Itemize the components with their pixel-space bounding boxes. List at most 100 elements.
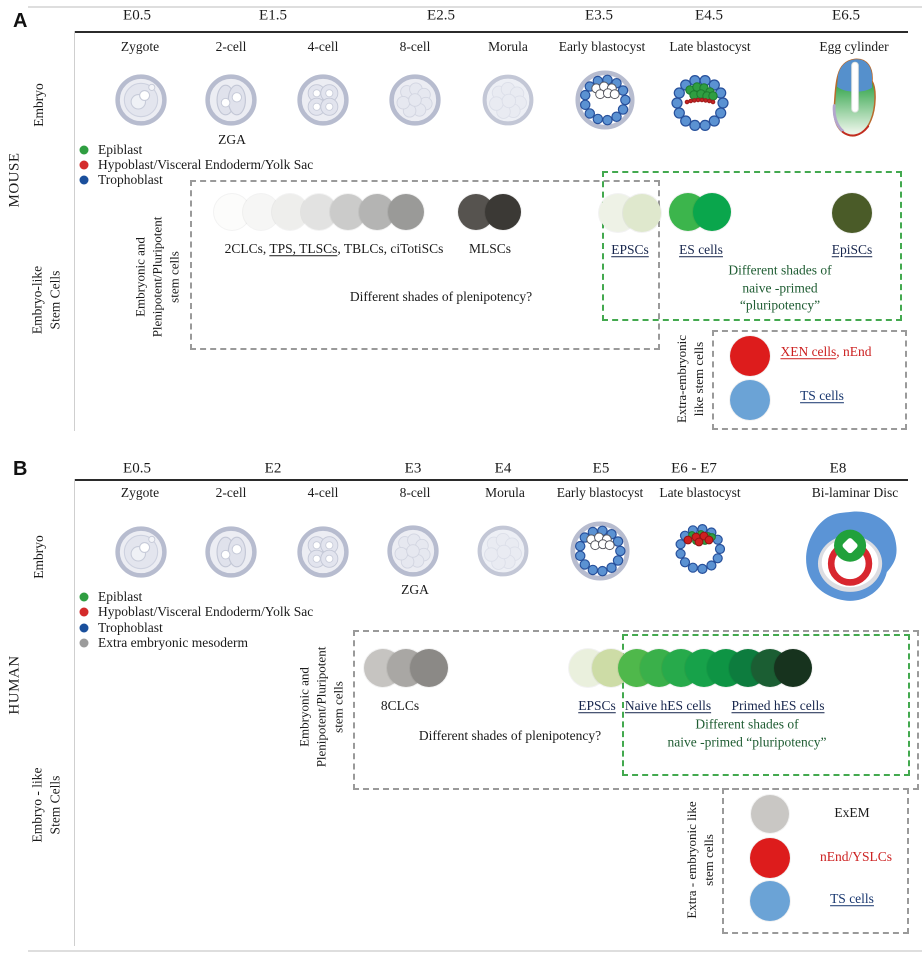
- totipotent-label-mouse: 2CLCs, TPS, TLSCs, TBLCs, ciTotiSCs: [224, 241, 444, 257]
- legend-dot-human: [79, 623, 89, 633]
- embryo-icon-late-blastocyst-mouse: [671, 74, 729, 132]
- species-label-human: HUMAN: [6, 655, 23, 715]
- pluripotent-axis-label-mouse: Embryonic and Plenipotent/Pluripotent st…: [132, 216, 182, 338]
- figure-bottom-border: [28, 950, 922, 952]
- naive-primed-note-human: Different shades of naive -primed “pluri…: [667, 716, 827, 749]
- epscs-label-human: EPSCs: [578, 698, 616, 714]
- timeline-tick-mouse: E3.5: [585, 7, 613, 24]
- embryo-icon-morula: [476, 524, 530, 578]
- plenipotency-dashed-box-human: [353, 630, 919, 790]
- legend-dot-human: [79, 638, 89, 648]
- ts-label-human: TS cells: [830, 891, 874, 907]
- ts-circle-mouse: [730, 380, 770, 420]
- timeline-tick-mouse: E0.5: [123, 7, 151, 24]
- panel-a-letter: A: [13, 10, 28, 32]
- panel-b-timeline-axis: [75, 479, 908, 481]
- timeline-tick-human: E4: [494, 460, 512, 477]
- embryo-like-row-label-mouse: Embryo-like Stem Cells: [29, 265, 62, 335]
- embryo-icon-zygote: [114, 73, 168, 127]
- zga-label-mouse: ZGA: [218, 132, 246, 148]
- stage-label-human: Morula: [485, 485, 525, 501]
- ts-label-mouse: TS cells: [800, 388, 844, 404]
- stem-cell-circle-episcs: [832, 193, 872, 233]
- embryo-icon-egg-cylinder: [827, 57, 884, 140]
- embryo-icon-eight-cell: [386, 524, 440, 578]
- stem-cell-circle-epscs: [623, 194, 661, 232]
- xen-label-mouse: XEN cells, nEnd: [780, 344, 872, 360]
- episcs-label-mouse: EpiSCs: [831, 242, 873, 258]
- stem-cell-circle-es-cells: [693, 193, 731, 231]
- legend-dot-human: [79, 592, 89, 602]
- stage-label-human: Bi-laminar Disc: [811, 485, 899, 501]
- stage-label-mouse: 8-cell: [399, 39, 431, 55]
- naive-primed-dashed-box-human: [622, 634, 910, 776]
- stem-cell-circle-naive-primed-gradient: [774, 649, 812, 687]
- panel-a-timeline-axis: [75, 31, 908, 33]
- embryo-icon-bilaminar-disc: [801, 510, 901, 605]
- embryo-like-row-label-human: Embryo - like Stem Cells: [29, 767, 62, 843]
- nend-label-human: nEnd/YSLCs: [819, 849, 893, 865]
- legend-label-human: Epiblast: [98, 589, 143, 604]
- timeline-tick-human: E5: [592, 460, 610, 477]
- 8clcs-label-human: 8CLCs: [380, 698, 420, 714]
- stage-label-mouse: Egg cylinder: [819, 39, 889, 55]
- embryo-icon-zygote: [114, 525, 168, 579]
- nend-circle-human: [750, 838, 790, 878]
- legend-label-human: Extra embryonic mesoderm: [98, 635, 248, 651]
- stage-label-human: Early blastocyst: [556, 485, 644, 501]
- embryo-icon-early-blastocyst: [569, 520, 631, 582]
- stage-label-mouse: Early blastocyst: [558, 39, 646, 55]
- legend-label-mouse: Epiblast: [98, 142, 143, 157]
- timeline-tick-human: E8: [829, 460, 847, 477]
- embryo-icon-four-cell: [296, 525, 350, 579]
- embryo-icon-early-blastocyst: [574, 69, 636, 131]
- timeline-tick-mouse: E1.5: [259, 7, 287, 24]
- stage-label-mouse: 4-cell: [307, 39, 339, 55]
- naive-hes-label-human: Naive hES cells: [624, 698, 712, 714]
- mlscs-label-mouse: MLSCs: [468, 241, 512, 257]
- stem-cell-circle-8clcs: [410, 649, 448, 687]
- embryo-icon-two-cell: [204, 73, 258, 127]
- epscs-label-mouse: EPSCs: [611, 242, 649, 258]
- embryo-row-label-mouse: Embryo: [31, 83, 47, 127]
- plenipotency-dashed-box-mouse: [190, 180, 660, 350]
- species-label-mouse: MOUSE: [6, 152, 23, 208]
- legend-dot-mouse: [79, 175, 89, 185]
- stage-label-mouse: Zygote: [120, 39, 160, 55]
- pluripotent-axis-label-human: Embryonic and Plenipotent/Pluripotent st…: [296, 646, 346, 768]
- legend-dot-human: [79, 607, 89, 617]
- plenipotency-question-mouse: Different shades of plenipotency?: [349, 289, 533, 305]
- extra-embryonic-dashed-box-mouse: [712, 330, 907, 430]
- panel-b-left-axis-line: [74, 479, 75, 946]
- stem-cell-circle-totipotent-like-cells: [388, 194, 424, 230]
- stem-cell-circle-mlscs: [485, 194, 521, 230]
- timeline-tick-mouse: E4.5: [695, 7, 723, 24]
- timeline-tick-human: E6 - E7: [671, 460, 717, 477]
- timeline-tick-mouse: E2.5: [427, 7, 455, 24]
- timeline-tick-human: E0.5: [123, 460, 151, 477]
- stage-label-mouse: Late blastocyst: [669, 39, 751, 55]
- extra-embryonic-dashed-box-human: [722, 788, 909, 934]
- legend-dot-mouse: [79, 145, 89, 155]
- naive-primed-note-mouse: Different shades of naive -primed “pluri…: [728, 262, 832, 313]
- timeline-tick-human: E2: [264, 460, 282, 477]
- exem-label-human: ExEM: [834, 805, 870, 821]
- panel-b-letter: B: [13, 458, 28, 480]
- panel-a-left-axis-line: [74, 31, 75, 431]
- embryo-icon-two-cell: [204, 525, 258, 579]
- figure-top-border: [28, 6, 922, 8]
- legend-label-human: Trophoblast: [98, 619, 163, 635]
- legend-label-mouse: Trophoblast: [98, 172, 163, 188]
- zga-label-human: ZGA: [401, 582, 429, 598]
- extra-embryonic-axis-label-human: Extra - embryonic like stem cells: [684, 801, 716, 919]
- embryo-icon-four-cell: [296, 73, 350, 127]
- primed-hes-label-human: Primed hES cells: [731, 698, 825, 714]
- naive-primed-dashed-box-mouse: [602, 171, 902, 321]
- stage-label-human: Late blastocyst: [659, 485, 741, 501]
- stage-label-human: 2-cell: [215, 485, 247, 501]
- xen-circle-mouse: [730, 336, 770, 376]
- embryo-icon-eight-cell: [388, 73, 442, 127]
- legend-dot-mouse: [79, 160, 89, 170]
- timeline-tick-mouse: E6.5: [832, 7, 860, 24]
